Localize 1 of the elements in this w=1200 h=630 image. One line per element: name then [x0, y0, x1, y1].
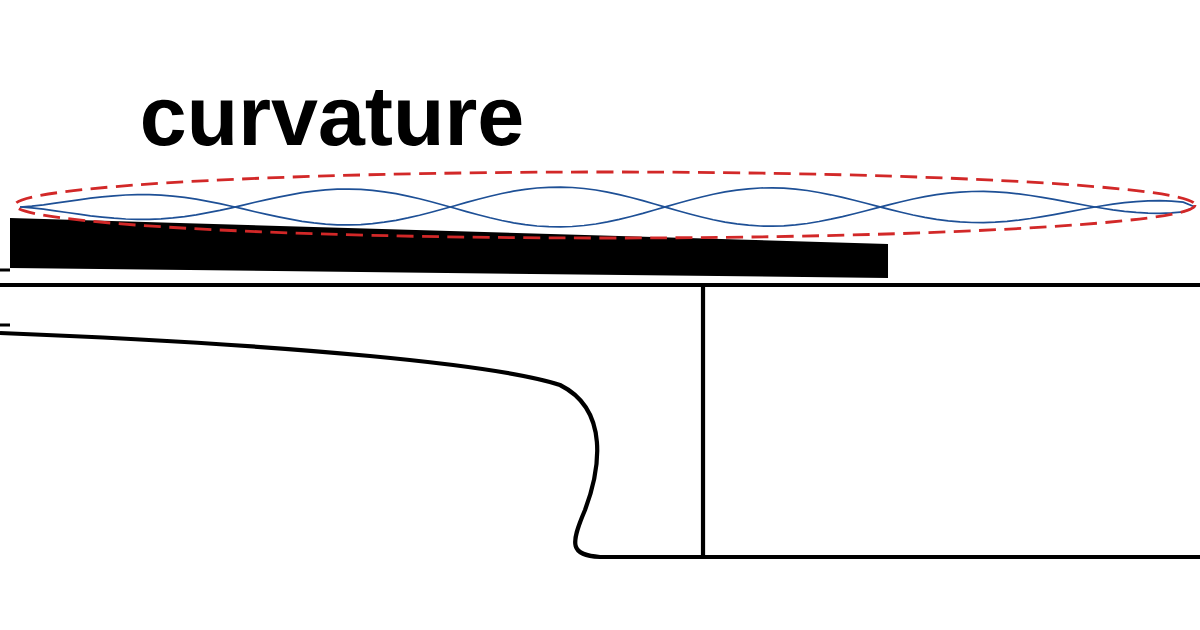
drawing-label: curvature — [143, 90, 522, 146]
